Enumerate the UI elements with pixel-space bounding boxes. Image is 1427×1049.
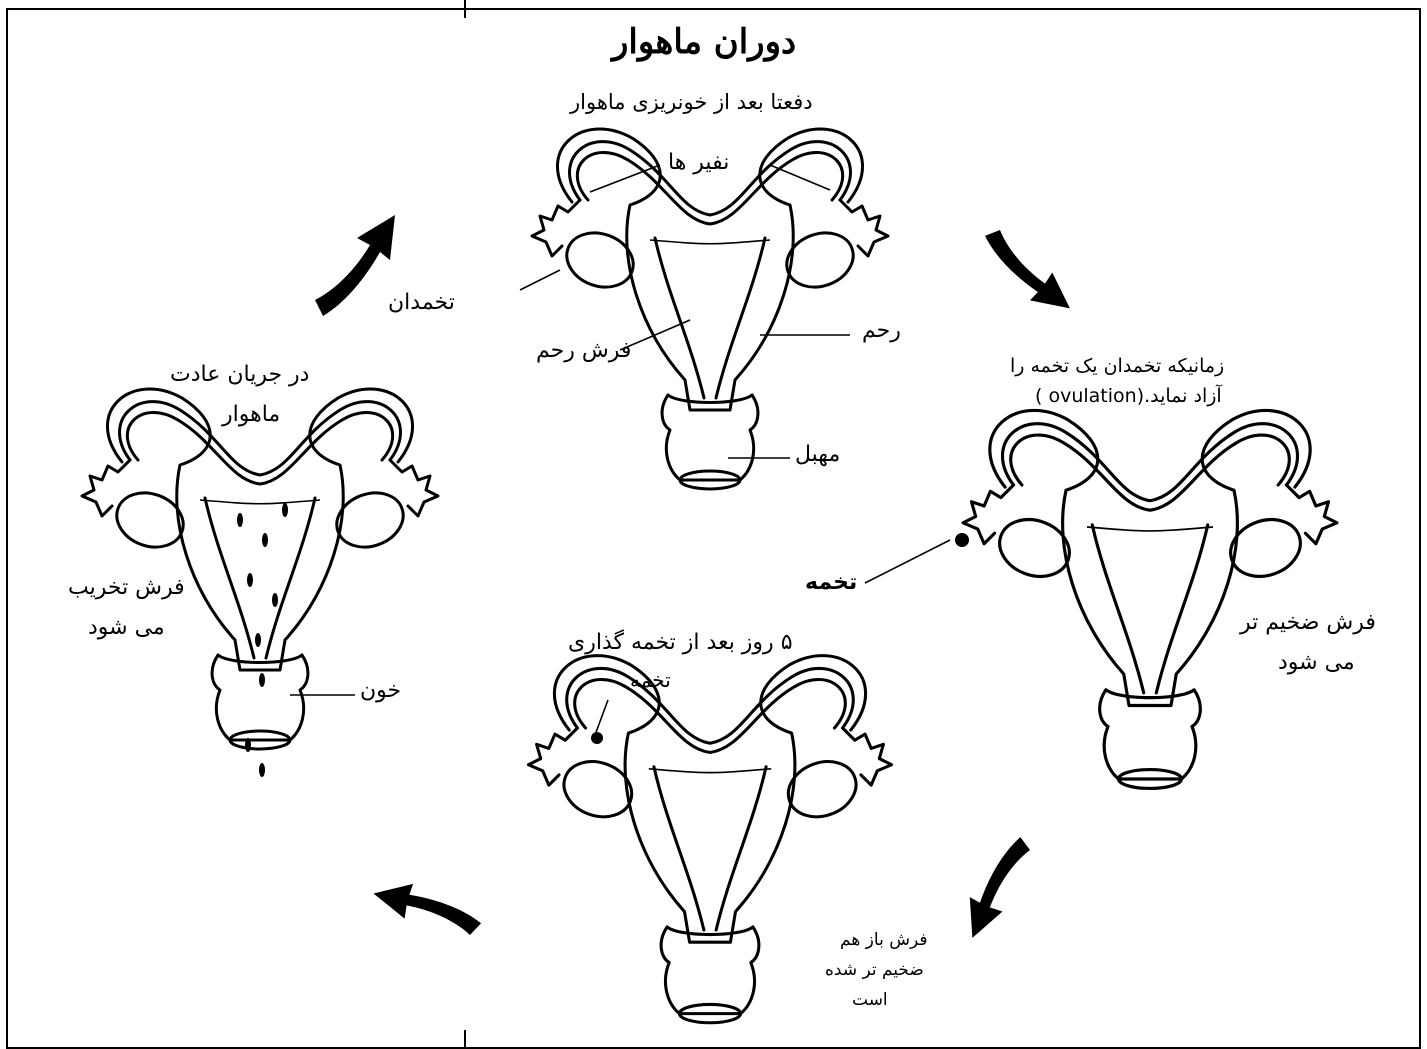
arrow-top-to-right bbox=[979, 229, 1076, 309]
egg-dot-bottom bbox=[591, 732, 603, 744]
label-lining-bottom-line1: فرش باز هم bbox=[840, 930, 927, 950]
label-egg-right: تخمه bbox=[805, 570, 857, 595]
uterus-diagram-top bbox=[532, 129, 888, 489]
stage-right-heading-line2: آزاد نماید.(ovulation ) bbox=[1035, 385, 1222, 407]
label-tubes: نفیر ها bbox=[668, 150, 729, 175]
label-vagina: مهبل bbox=[795, 442, 840, 467]
label-egg-bottom: تخمه bbox=[630, 668, 671, 692]
arrow-bottom-to-left bbox=[373, 862, 483, 961]
label-blood: خون bbox=[360, 678, 401, 703]
arrow-right-to-bottom bbox=[957, 836, 1044, 938]
label-lining-bottom-line3: است bbox=[852, 990, 888, 1010]
label-lining-right-line2: می شود bbox=[1278, 650, 1355, 675]
label-lining-left-line2: می شود bbox=[88, 615, 165, 640]
diagram-title: دوران ماهوار bbox=[612, 22, 796, 62]
label-lining-left-line1: فرش تخریب bbox=[68, 575, 185, 600]
egg-dot-right bbox=[955, 533, 969, 547]
uterus-diagram-right bbox=[963, 410, 1337, 788]
label-ovary: تخمدان bbox=[388, 290, 455, 315]
stage-left-heading-line2: ماهوار bbox=[222, 402, 280, 427]
stage-top-heading: دفعتا بعد از خونریزی ماهوار bbox=[570, 90, 813, 114]
label-lining: فرش رحم bbox=[536, 338, 631, 363]
label-lining-right-line1: فرش ضخیم تر bbox=[1240, 610, 1376, 635]
label-lining-bottom-line2: ضخیم تر شده bbox=[825, 960, 924, 980]
arrow-left-to-top bbox=[315, 215, 395, 316]
stage-bottom-heading: ۵ روز بعد از تخمه گذاری bbox=[568, 630, 793, 655]
label-uterus: رحم bbox=[862, 318, 901, 343]
blood-drops bbox=[237, 503, 288, 777]
stage-right-heading-line1: زمانیکه تخمدان یک تخمه را bbox=[1010, 355, 1224, 377]
stage-left-heading-line1: در جریان عادت bbox=[170, 362, 309, 387]
